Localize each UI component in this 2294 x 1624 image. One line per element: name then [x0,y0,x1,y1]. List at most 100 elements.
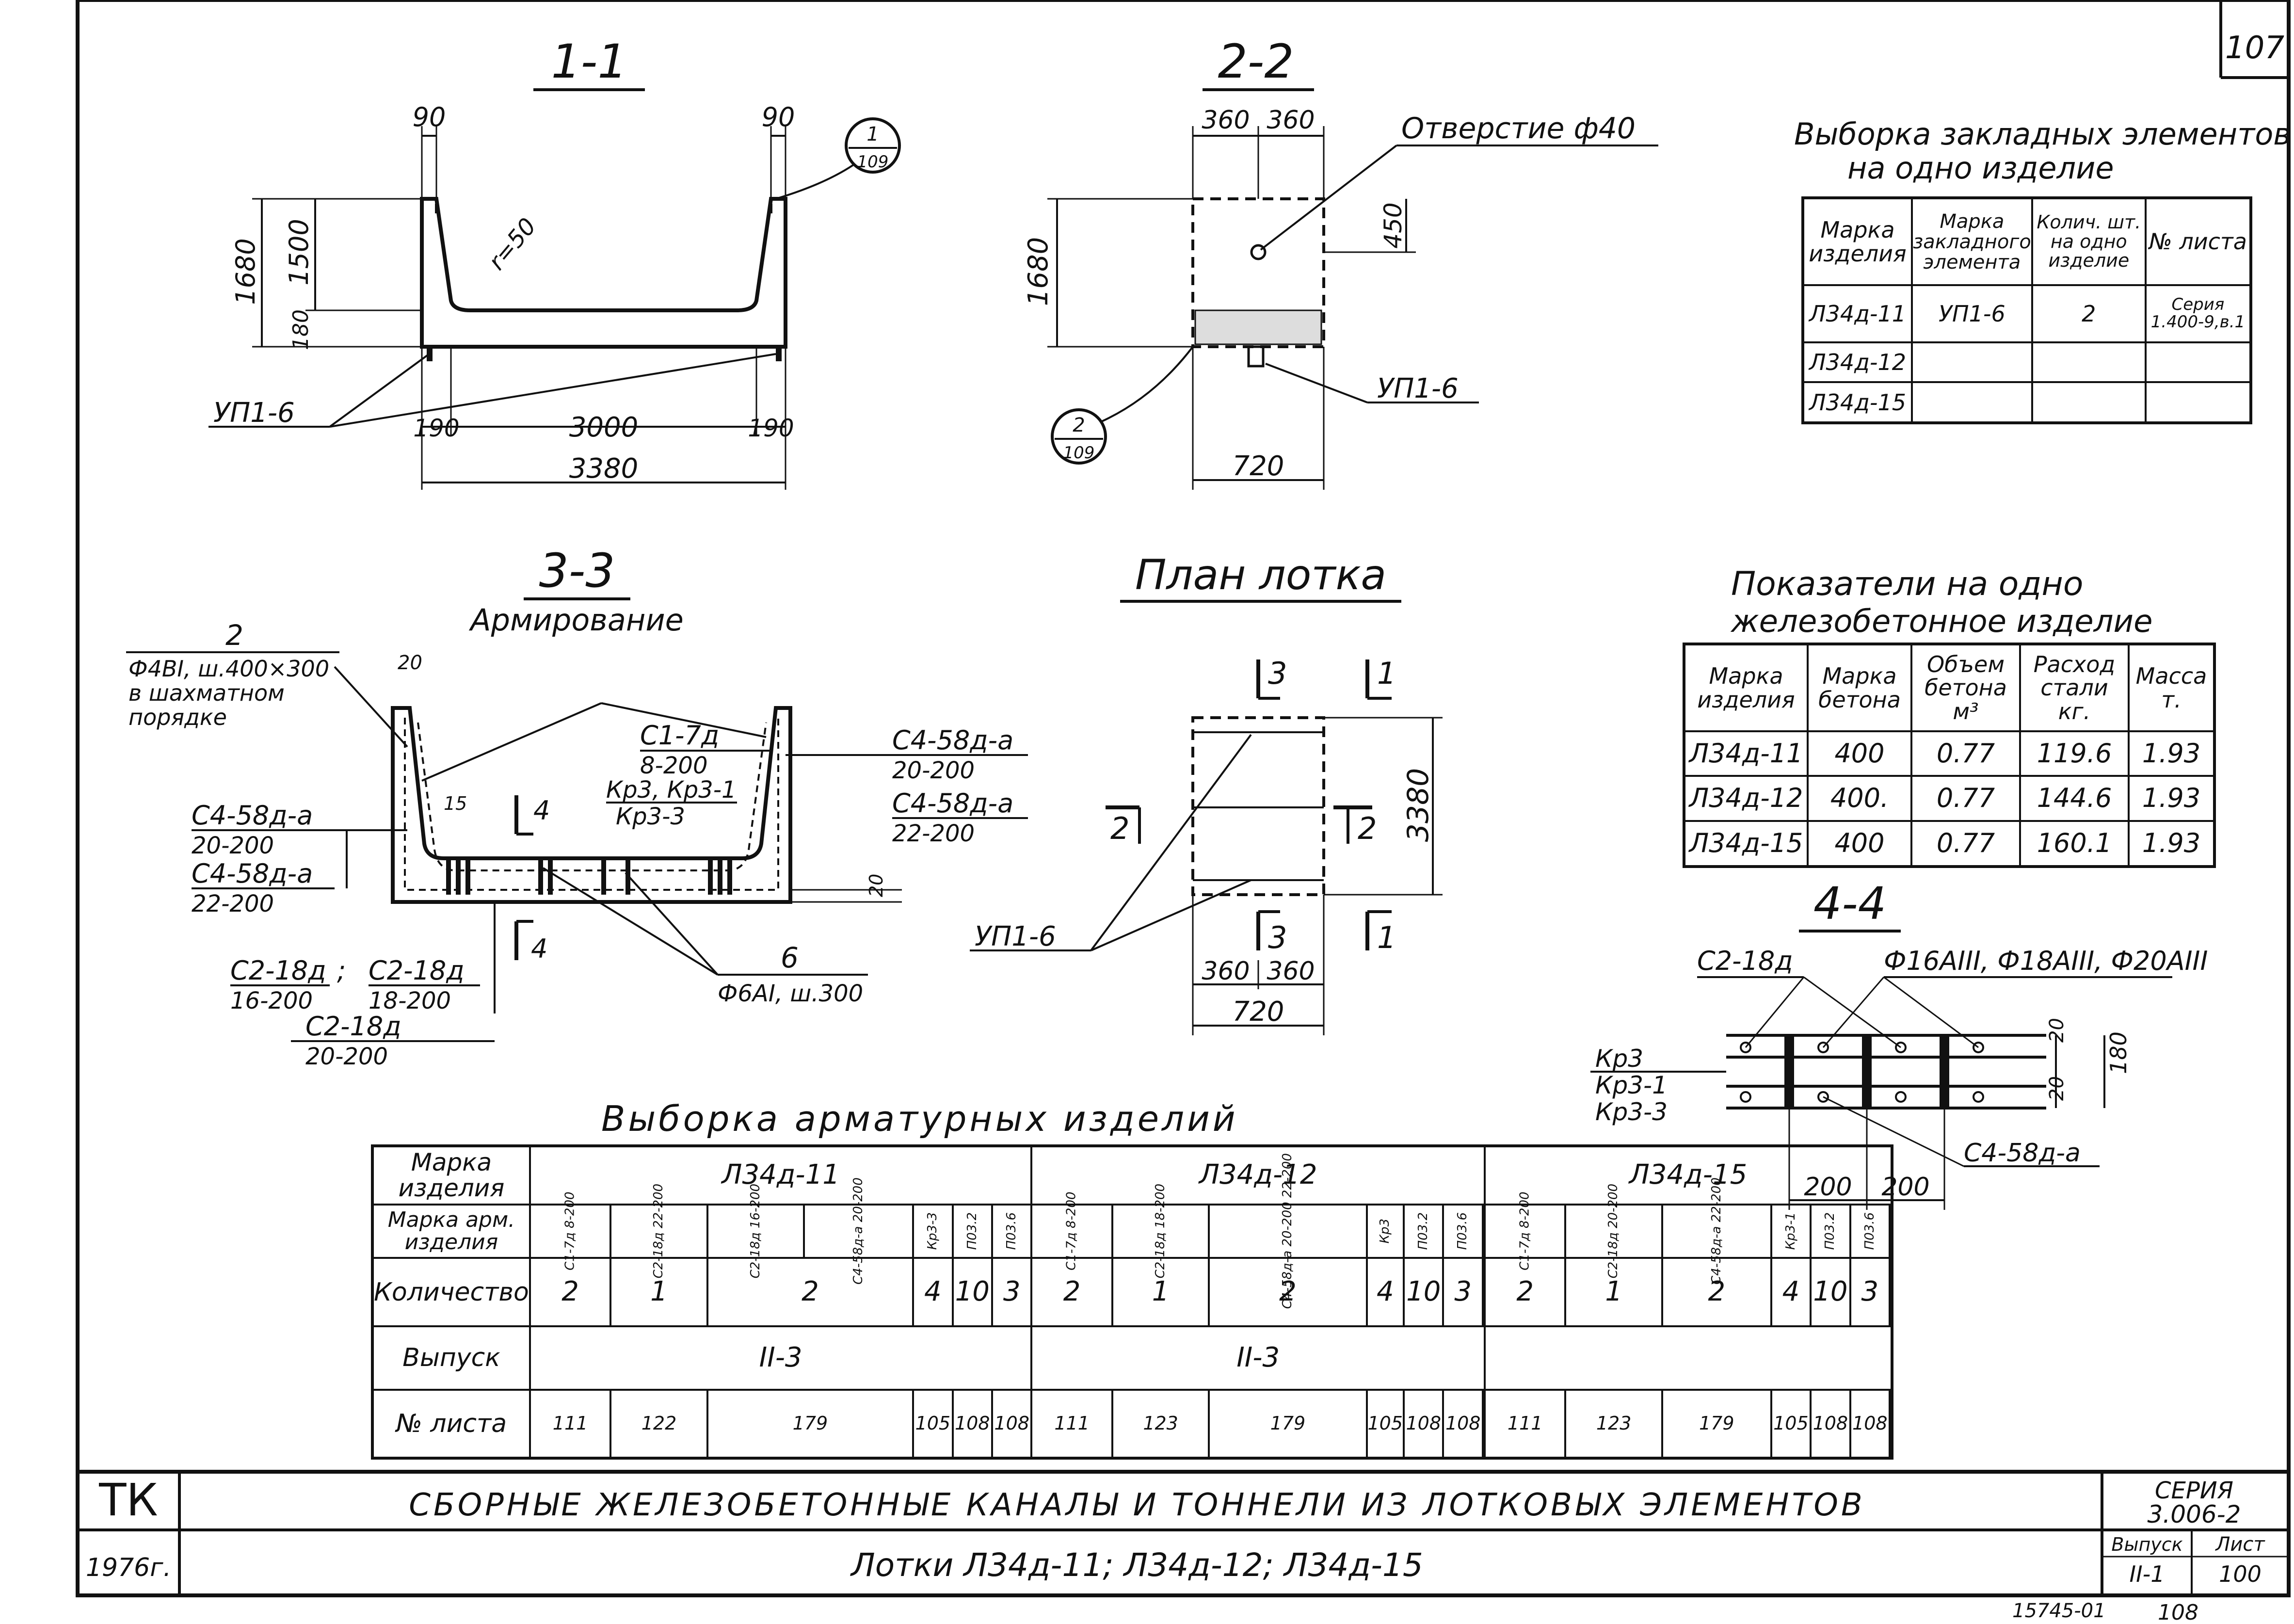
indicators-title-2: железобетонное изделие [1731,604,2153,640]
section-1-1: 1-1 90 90 1680 1500 180 r=50 190 [209,34,901,490]
svg-text:109: 109 [1063,443,1095,463]
section-3-3-title: 3-3 [539,544,615,598]
section-3-3-subtitle: Армирование [468,602,684,638]
svg-text:360: 360 [1202,106,1250,135]
svg-text:Ф6АI, ш.300: Ф6АI, ш.300 [718,980,863,1007]
footer-code: 15745-01 [2012,1600,2106,1622]
svg-text:3380: 3380 [1401,768,1435,842]
svg-text:2: 2 [225,619,243,652]
section-3-3: 3-3 Армирование 2 Ф4ВI, ш.400×300 в шахм… [126,544,1028,1070]
plan-outline [1191,716,1325,896]
svg-text:20: 20 [866,874,887,897]
svg-text:6: 6 [781,941,799,974]
dim-height-total: 1680 [230,238,261,305]
svg-text:20: 20 [2046,1018,2068,1043]
svg-text:100: 100 [2219,1561,2262,1587]
svg-text:18-200: 18-200 [369,987,451,1014]
svg-text:8-200: 8-200 [640,752,707,779]
embedded-table-title-1: Выборка закладных элементов [1794,116,2291,152]
svg-text:20-200: 20-200 [192,832,274,859]
svg-text:3: 3 [1268,656,1287,691]
section-2-2-title: 2-2 [1218,34,1294,89]
svg-text:1680: 1680 [1023,237,1054,306]
svg-text:С2-18д: С2-18д [1697,946,1793,976]
trough-rebar-outline [391,706,792,904]
dim-bot-right: 190 [748,414,794,442]
svg-text:20: 20 [398,652,422,674]
svg-text:С4-58д-а: С4-58д-а [1964,1139,2081,1168]
svg-text:Выпуск: Выпуск [2111,1534,2182,1555]
svg-text:16-200: 16-200 [230,987,313,1014]
svg-text:порядке: порядке [128,704,227,730]
hole-label: Отверстие ф40 [1401,112,1636,145]
svg-text:22-200: 22-200 [192,890,274,917]
svg-text:Кр3-1: Кр3-1 [1595,1071,1668,1099]
embedded-table-title-2: на одно изделие [1847,150,2114,186]
svg-text:С2-18д: С2-18д [230,955,326,986]
svg-text:Кр3: Кр3 [1595,1045,1643,1073]
embed-plate-left [427,347,433,361]
dim-height-base: 180 [289,309,313,350]
svg-text:II-1: II-1 [2130,1561,2165,1587]
svg-text:15: 15 [444,793,467,814]
svg-text:;: ; [337,955,346,986]
svg-text:С4-58д-а: С4-58д-а [192,858,313,889]
callout-circle-2 [1051,408,1107,465]
section-1-1-title: 1-1 [551,34,627,89]
svg-text:УП1-6: УП1-6 [1377,373,1459,404]
corner-number: 107 [2225,30,2284,66]
svg-text:С4-58д-а: С4-58д-а [192,800,313,831]
svg-text:450: 450 [1379,202,1407,248]
org-code: ТК [98,1474,158,1526]
svg-text:С4-58д-а: С4-58д-а [892,725,1013,756]
sub-title: Лотки Л34д-11; Л34д-12; Л34д-15 [850,1546,1423,1584]
year: 1976г. [86,1553,171,1582]
rebar-table-title: Выборка арматурных изделий [601,1098,1238,1139]
svg-text:22-200: 22-200 [892,820,975,847]
svg-text:Кр3-3: Кр3-3 [1595,1098,1668,1126]
svg-text:Кр3, Кр3-1: Кр3, Кр3-1 [606,776,737,804]
sheet-frame [76,0,2291,1597]
svg-text:УП1-6: УП1-6 [975,921,1056,952]
trough-outline [420,197,787,349]
dim-radius: r=50 [483,213,542,275]
dim-bot-left: 190 [413,414,459,442]
svg-text:360: 360 [1202,957,1250,986]
label-embed: УП1-6 [213,397,295,429]
callout-circle-1 [845,117,901,174]
svg-text:720: 720 [1233,450,1284,482]
main-title: СБОРНЫЕ ЖЕЛЕЗОБЕТОННЫЕ КАНАЛЫ И ТОННЕЛИ … [409,1487,1865,1523]
svg-text:3.006-2: 3.006-2 [2148,1500,2241,1528]
embed-plate-right [776,347,782,361]
svg-text:СЕРИЯ: СЕРИЯ [2155,1477,2233,1504]
svg-text:2: 2 [1358,811,1377,846]
block-base-hatch [1194,309,1322,345]
svg-text:С4-58д-а: С4-58д-а [892,788,1013,819]
rebar-table: Марка изделия Л34д-11 Л34д-12 Л34д-15 Ма… [371,1144,1894,1460]
dim-overall: 3380 [569,453,639,484]
section-2-2: 2-2 360 360 1680 450 720 Отверстие ф40 [1023,34,1658,490]
svg-text:360: 360 [1267,957,1315,986]
indicators-table: Марка изделия Марка бетона Объем бетона … [1683,643,2216,868]
plan-title: План лотка [1135,551,1386,599]
svg-text:1: 1 [1377,920,1396,955]
svg-text:2: 2 [1073,414,1085,436]
svg-text:1: 1 [866,123,879,145]
dim-bot-mid: 3000 [569,412,639,443]
dim-height-wall: 1500 [284,219,314,285]
svg-text:С2-18д: С2-18д [305,1011,401,1042]
dim-top-left: 90 [413,102,446,132]
indicators-title-1: Показатели на одно [1731,565,2084,603]
svg-text:20-200: 20-200 [892,757,975,784]
svg-text:109: 109 [857,152,889,172]
svg-text:Кр3-3: Кр3-3 [616,803,685,830]
svg-text:20-200: 20-200 [305,1043,388,1070]
svg-text:С2-18д: С2-18д [369,955,465,986]
plan-view: План лотка 3 1 3 1 2 2 3380 [970,551,1443,1035]
svg-text:180: 180 [2105,1031,2132,1074]
svg-text:720: 720 [1233,996,1284,1028]
svg-text:Ф16АIII, Ф18АIII, Ф20АIII: Ф16АIII, Ф18АIII, Ф20АIII [1884,946,2208,976]
svg-text:4: 4 [533,795,550,826]
svg-text:1: 1 [1377,656,1396,691]
svg-text:3: 3 [1268,920,1287,955]
